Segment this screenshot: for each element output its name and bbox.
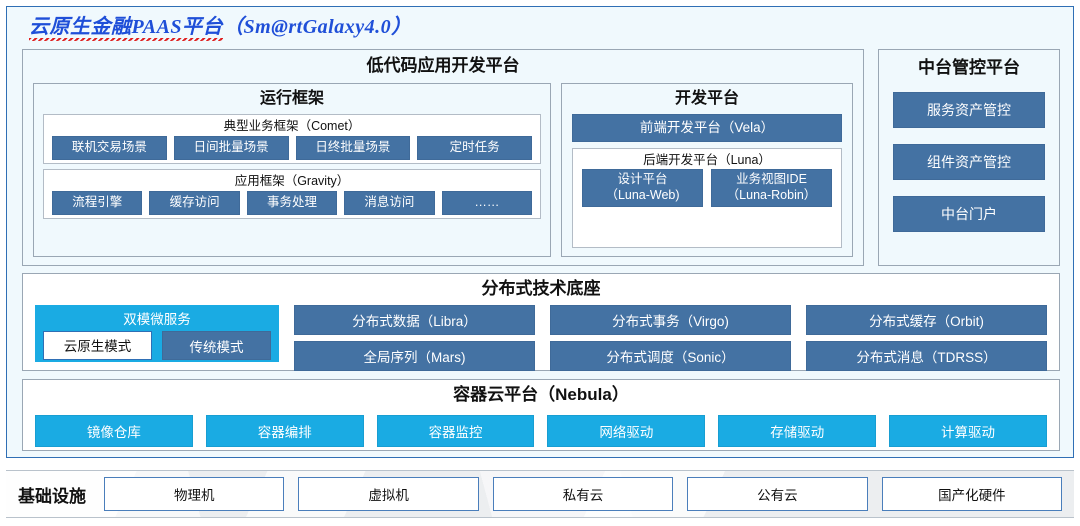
base-item-distributed-scheduling[interactable]: 分布式调度（Sonic） bbox=[550, 341, 791, 371]
base-item-distributed-transaction[interactable]: 分布式事务（Virgo) bbox=[550, 305, 791, 335]
comet-item-scheduled-task[interactable]: 定时任务 bbox=[417, 136, 532, 160]
luna-chip-row: 设计平台 （Luna-Web) 业务视图IDE （Luna-Robin） bbox=[573, 167, 841, 207]
lowcode-platform-panel: 低代码应用开发平台 运行框架 典型业务框架（Comet） 联机交易场景 日间批量… bbox=[22, 49, 864, 266]
distributed-base-panel: 分布式技术底座 双模微服务 云原生模式 传统模式 分布式数据（Libra） 全局… bbox=[22, 273, 1060, 371]
infrastructure-item-private-cloud[interactable]: 私有云 bbox=[492, 477, 674, 511]
luna-item-design-platform[interactable]: 设计平台 （Luna-Web) bbox=[582, 169, 703, 207]
page-title: 云原生金融PAAS平台（Sm@rtGalaxy4.0） bbox=[29, 17, 412, 41]
runtime-framework-panel: 运行框架 典型业务框架（Comet） 联机交易场景 日间批量场景 日终批量场景 … bbox=[33, 83, 551, 257]
container-cloud-item-image-registry[interactable]: 镜像仓库 bbox=[35, 415, 193, 447]
infrastructure-bar: 基础设施 物理机 虚拟机 私有云 公有云 国产化硬件 bbox=[6, 470, 1074, 518]
comet-item-intraday-batch[interactable]: 日间批量场景 bbox=[173, 136, 289, 160]
dev-platform-title: 开发平台 bbox=[674, 90, 739, 107]
base-item-distributed-cache[interactable]: 分布式缓存（Orbit) bbox=[806, 305, 1047, 335]
distributed-base-column-3: 分布式缓存（Orbit) 分布式消息（TDRSS） bbox=[806, 305, 1047, 371]
luna-web-line1: 设计平台 bbox=[617, 172, 668, 187]
container-cloud-panel: 容器云平台（Nebula） 镜像仓库 容器编排 容器监控 网络驱动 存储驱动 计… bbox=[22, 379, 1060, 451]
gravity-item-more[interactable]: …… bbox=[441, 191, 533, 215]
container-cloud-title: 容器云平台（Nebula） bbox=[453, 385, 629, 404]
midplatform-item-component-asset[interactable]: 组件资产管控 bbox=[893, 144, 1045, 180]
comet-framework-box: 典型业务框架（Comet） 联机交易场景 日间批量场景 日终批量场景 定时任务 bbox=[43, 114, 541, 164]
row-lowcode-and-midplatform: 低代码应用开发平台 运行框架 典型业务框架（Comet） 联机交易场景 日间批量… bbox=[22, 49, 1060, 266]
backend-dev-platform-title: 后端开发平台（Luna） bbox=[643, 153, 771, 167]
luna-item-business-view-ide[interactable]: 业务视图IDE （Luna-Robin） bbox=[711, 169, 832, 207]
luna-robin-line2: （Luna-Robin） bbox=[726, 188, 817, 202]
backend-dev-platform-box: 后端开发平台（Luna） 设计平台 （Luna-Web) 业务视图IDE （Lu… bbox=[572, 148, 842, 248]
midplatform-item-service-asset[interactable]: 服务资产管控 bbox=[893, 92, 1045, 128]
lowcode-platform-title: 低代码应用开发平台 bbox=[366, 56, 520, 75]
comet-chip-row: 联机交易场景 日间批量场景 日终批量场景 定时任务 bbox=[44, 133, 540, 160]
luna-web-line2: （Luna-Web) bbox=[605, 188, 680, 202]
gravity-item-transaction[interactable]: 事务处理 bbox=[246, 191, 338, 215]
midplatform-title: 中台管控平台 bbox=[918, 58, 1020, 77]
lowcode-platform-body: 运行框架 典型业务框架（Comet） 联机交易场景 日间批量场景 日终批量场景 … bbox=[33, 83, 853, 257]
luna-robin-line1: 业务视图IDE bbox=[736, 172, 807, 187]
distributed-base-grid: 双模微服务 云原生模式 传统模式 分布式数据（Libra） 全局序列（Mars)… bbox=[35, 305, 1047, 371]
frontend-dev-platform-button[interactable]: 前端开发平台（Vela） bbox=[572, 114, 842, 142]
comet-framework-title: 典型业务框架（Comet） bbox=[223, 119, 361, 133]
infrastructure-item-public-cloud[interactable]: 公有云 bbox=[687, 477, 868, 511]
base-item-distributed-data[interactable]: 分布式数据（Libra） bbox=[294, 305, 535, 335]
dual-mode-traditional[interactable]: 传统模式 bbox=[162, 331, 271, 360]
midplatform-item-portal[interactable]: 中台门户 bbox=[893, 196, 1045, 232]
midplatform-panel: 中台管控平台 服务资产管控 组件资产管控 中台门户 bbox=[878, 49, 1060, 266]
distributed-base-column-2: 分布式事务（Virgo) 分布式调度（Sonic） bbox=[550, 305, 791, 371]
container-cloud-item-storage-driver[interactable]: 存储驱动 bbox=[718, 415, 877, 447]
infrastructure-item-domestic-hardware[interactable]: 国产化硬件 bbox=[881, 477, 1063, 511]
page-title-rest: （Sm@rtGalaxy4.0） bbox=[223, 16, 412, 38]
container-cloud-item-monitoring[interactable]: 容器监控 bbox=[376, 415, 535, 447]
base-item-distributed-message[interactable]: 分布式消息（TDRSS） bbox=[806, 341, 1047, 371]
gravity-framework-box: 应用框架（Gravity） 流程引擎 缓存访问 事务处理 消息访问 …… bbox=[43, 169, 541, 219]
base-item-global-sequence[interactable]: 全局序列（Mars) bbox=[294, 341, 535, 371]
infrastructure-item-physical-machine[interactable]: 物理机 bbox=[104, 477, 285, 511]
container-cloud-item-orchestration[interactable]: 容器编排 bbox=[205, 415, 364, 447]
container-cloud-item-compute-driver[interactable]: 计算驱动 bbox=[889, 415, 1047, 447]
infrastructure-item-virtual-machine[interactable]: 虚拟机 bbox=[298, 477, 479, 511]
gravity-framework-title: 应用框架（Gravity） bbox=[234, 174, 350, 188]
container-cloud-item-network-driver[interactable]: 网络驱动 bbox=[547, 415, 706, 447]
comet-item-online-transaction[interactable]: 联机交易场景 bbox=[52, 136, 167, 160]
infrastructure-label: 基础设施 bbox=[18, 486, 86, 506]
dual-mode-microservice-box: 双模微服务 云原生模式 传统模式 bbox=[35, 305, 279, 362]
distributed-base-title: 分布式技术底座 bbox=[481, 279, 601, 298]
runtime-framework-title: 运行框架 bbox=[259, 90, 324, 107]
page-title-underlined: 云原生金融PAAS平台 bbox=[29, 17, 224, 41]
dual-mode-cloud-native[interactable]: 云原生模式 bbox=[43, 331, 152, 360]
dev-platform-panel: 开发平台 前端开发平台（Vela） 后端开发平台（Luna） 设计平台 （Lun… bbox=[561, 83, 853, 257]
container-cloud-button-row: 镜像仓库 容器编排 容器监控 网络驱动 存储驱动 计算驱动 bbox=[35, 415, 1047, 447]
gravity-chip-row: 流程引擎 缓存访问 事务处理 消息访问 …… bbox=[44, 188, 540, 215]
gravity-item-process-engine[interactable]: 流程引擎 bbox=[52, 191, 143, 215]
dual-mode-row: 云原生模式 传统模式 bbox=[35, 331, 279, 366]
comet-item-eod-batch[interactable]: 日终批量场景 bbox=[295, 136, 411, 160]
gravity-item-message-access[interactable]: 消息访问 bbox=[344, 191, 435, 215]
distributed-base-column-1: 分布式数据（Libra） 全局序列（Mars) bbox=[294, 305, 535, 371]
gravity-item-cache-access[interactable]: 缓存访问 bbox=[149, 191, 240, 215]
dual-mode-title: 双模微服务 bbox=[123, 312, 191, 327]
midplatform-button-list: 服务资产管控 组件资产管控 中台门户 bbox=[893, 92, 1045, 232]
platform-frame: 云原生金融PAAS平台（Sm@rtGalaxy4.0） 低代码应用开发平台 运行… bbox=[6, 6, 1074, 458]
